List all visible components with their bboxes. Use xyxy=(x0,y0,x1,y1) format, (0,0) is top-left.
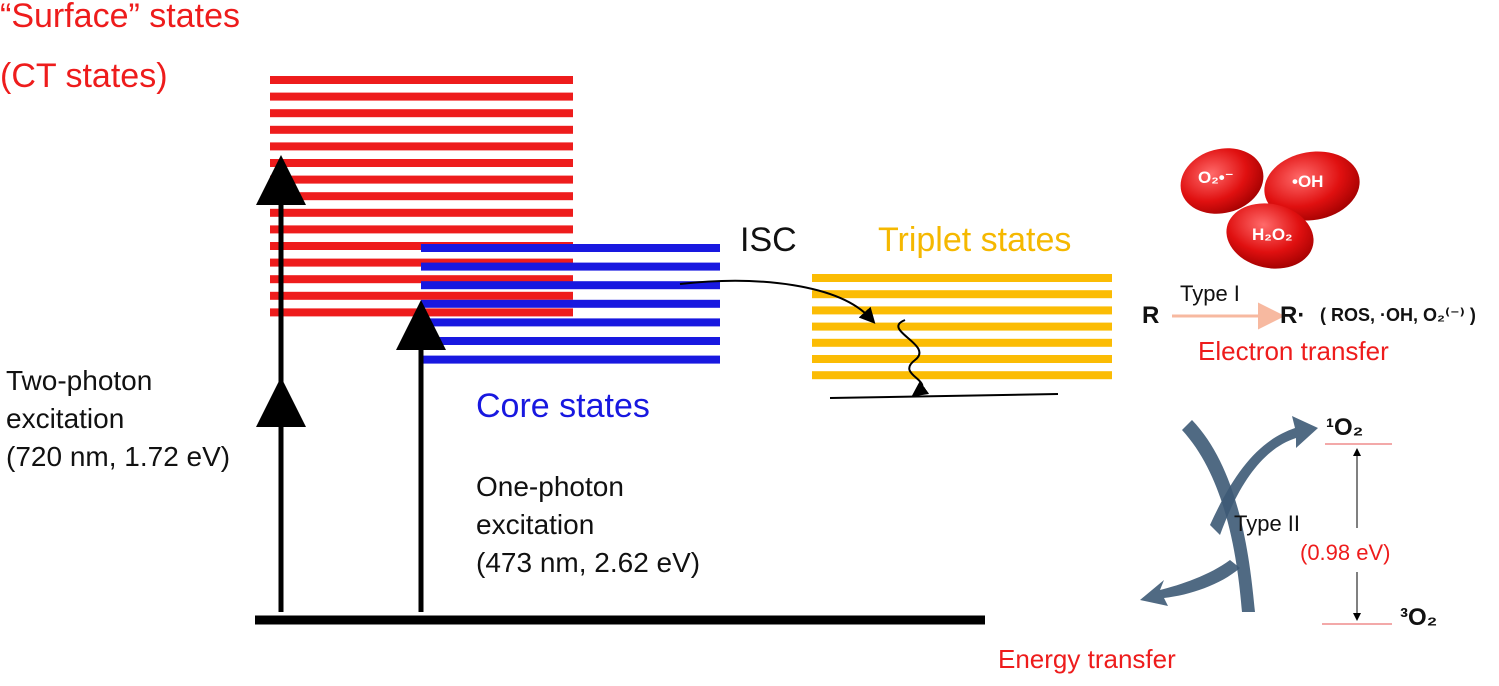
core-state-level xyxy=(421,262,720,271)
type2-mechanism: Energy transfer xyxy=(998,644,1176,674)
core-states-label: Core states xyxy=(476,387,650,425)
surface-state-level xyxy=(270,308,573,317)
surface-state-level xyxy=(270,159,573,167)
surface-state-level xyxy=(270,275,573,284)
triplet-states-label: Triplet states xyxy=(878,221,1072,259)
type2-up-arrow xyxy=(1210,416,1318,535)
surface-state-level xyxy=(270,291,573,300)
type2-crossing-arrows xyxy=(1140,416,1318,612)
two-photon-line3: (720 nm, 1.72 eV) xyxy=(6,441,231,472)
isc-label: ISC xyxy=(740,221,797,259)
surface-state-level xyxy=(270,175,573,184)
type2-left-arrow xyxy=(1140,560,1240,606)
type2-down-swoosh xyxy=(1182,420,1255,612)
peroxide-label: H₂O₂ xyxy=(1252,225,1293,244)
core-state-level xyxy=(421,244,720,252)
surface-state-levels xyxy=(270,76,573,317)
type1-reactant: R xyxy=(1142,302,1160,329)
surface-state-level xyxy=(270,142,573,151)
surface-state-level xyxy=(270,208,573,217)
nonradiative-decay-arrow xyxy=(897,319,930,397)
two-photon-line1: Two-photon xyxy=(6,365,153,396)
triplet-state-level xyxy=(812,322,1112,331)
triplet-state-level xyxy=(812,290,1112,299)
core-state-level xyxy=(421,318,720,327)
triplet-state-level xyxy=(812,355,1112,363)
core-state-level xyxy=(421,281,720,290)
type1-product: R· xyxy=(1280,302,1306,329)
superoxide-label: O₂•⁻ xyxy=(1198,168,1234,187)
two-photon-line2: excitation xyxy=(6,403,125,434)
core-state-level xyxy=(421,355,720,364)
singlet-oxygen-label: ¹O₂ xyxy=(1326,414,1364,441)
surface-state-level xyxy=(270,92,573,101)
one-photon-line3: (473 nm, 2.62 eV) xyxy=(476,547,701,578)
core-state-level xyxy=(421,337,720,345)
triplet-state-level xyxy=(812,371,1112,380)
core-state-level xyxy=(421,299,720,308)
one-photon-line1: One-photon xyxy=(476,471,624,502)
surface-state-level xyxy=(270,192,573,201)
type1-label: Type I xyxy=(1180,281,1240,306)
surface-states-title-line1: “Surface” states xyxy=(0,0,240,35)
hydroxyl-bubble xyxy=(1264,151,1360,221)
isc-arrow xyxy=(679,279,876,324)
surface-states-title-line2: (CT states) xyxy=(0,57,168,95)
triplet-oxygen-label: ³O₂ xyxy=(1400,604,1438,631)
triplet-state-level xyxy=(812,306,1112,315)
one-photon-line2: excitation xyxy=(476,509,595,540)
triplet-ground-line xyxy=(829,393,1059,399)
triplet-state-level xyxy=(812,338,1112,347)
hydroxyl-label: •OH xyxy=(1292,172,1324,191)
energy-gap-label: (0.98 eV) xyxy=(1300,540,1391,565)
superoxide-bubble xyxy=(1180,148,1264,214)
triplet-state-level xyxy=(812,274,1112,282)
ros-bubbles xyxy=(1180,148,1360,269)
type1-mechanism: Electron transfer xyxy=(1198,336,1389,366)
type1-species: ( ROS, ·OH, O₂⁽⁻⁾ ) xyxy=(1320,305,1476,325)
triplet-state-levels xyxy=(812,274,1112,380)
surface-state-level xyxy=(270,109,573,118)
core-state-levels xyxy=(421,244,720,364)
peroxide-bubble xyxy=(1226,203,1314,269)
surface-state-level xyxy=(270,76,573,84)
surface-state-level xyxy=(270,125,573,134)
type2-label: Type II xyxy=(1234,511,1301,536)
surface-state-level xyxy=(270,225,573,234)
